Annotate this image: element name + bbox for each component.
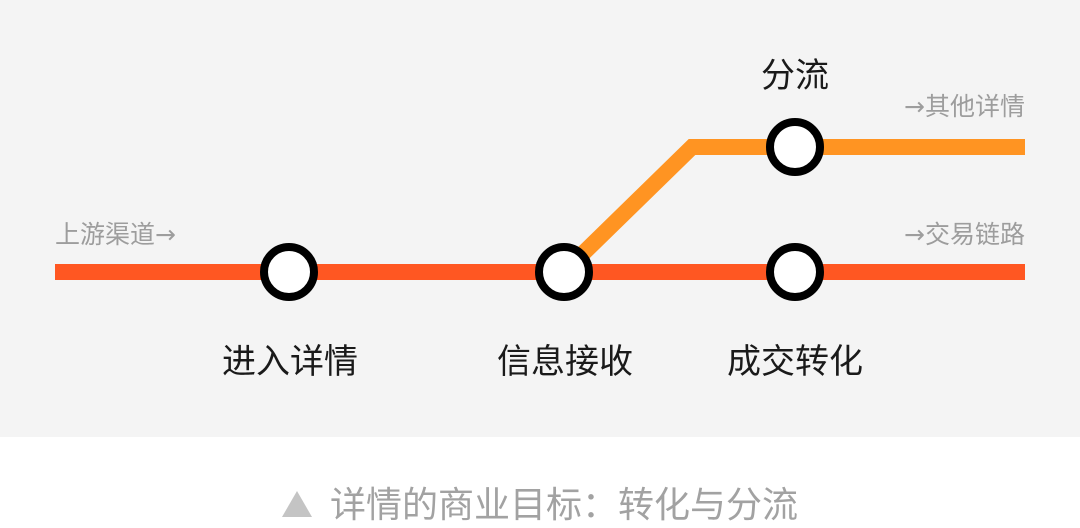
divert-label: 分流 xyxy=(761,56,829,96)
caption-text: 详情的商业目标：转化与分流 xyxy=(329,485,798,526)
node-info-receive xyxy=(535,243,593,301)
business-goal-diagram: 上游渠道→ →其他详情 →交易链路 进入详情 信息接收 成交转化 分流 xyxy=(55,56,1025,382)
other-details-outlet-label: →其他详情 xyxy=(904,92,1025,121)
node-enter-detail xyxy=(260,243,318,301)
transaction-link-outlet-label: →交易链路 xyxy=(904,220,1025,249)
figure-caption: 详情的商业目标：转化与分流 xyxy=(0,478,1080,526)
node-deal-conversion xyxy=(766,243,824,301)
triangle-up-icon xyxy=(281,491,312,517)
enter-detail-label: 进入详情 xyxy=(222,342,358,382)
divert-branch-line xyxy=(558,139,1025,278)
node-divert xyxy=(766,118,824,176)
deal-conversion-label: 成交转化 xyxy=(727,342,863,382)
diagram-panel xyxy=(0,0,1080,437)
upstream-channel-label: 上游渠道→ xyxy=(55,220,176,249)
info-receive-label: 信息接收 xyxy=(497,342,633,382)
